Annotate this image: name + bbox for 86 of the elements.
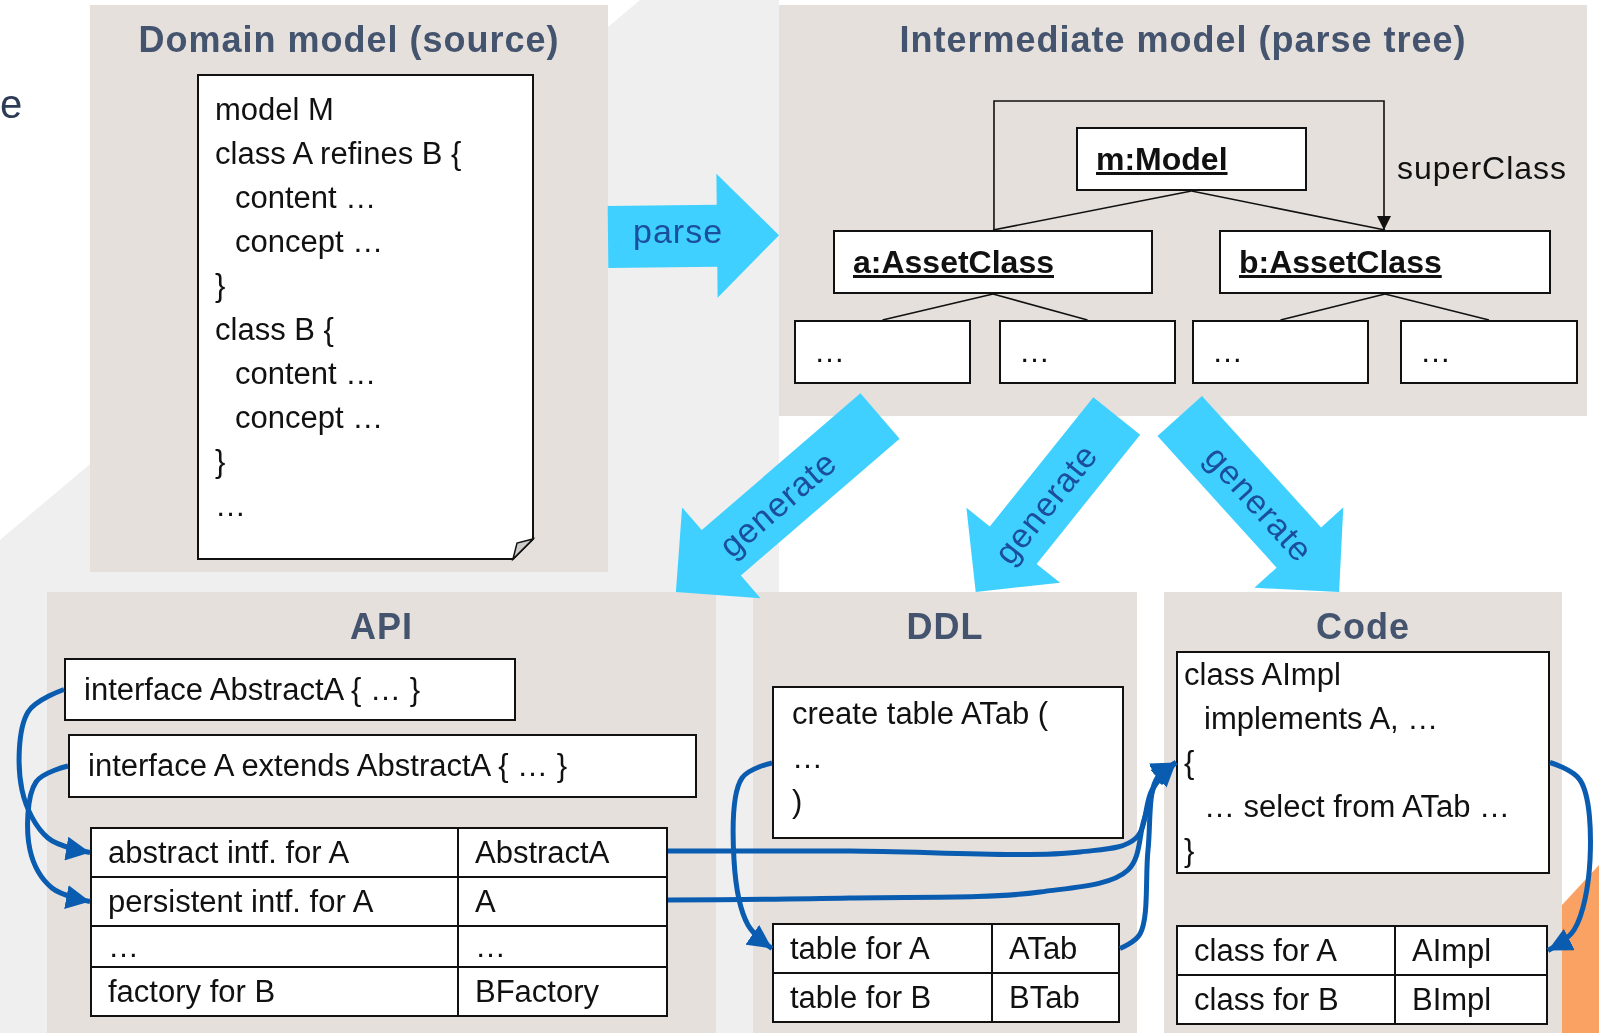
box-text: interface A extends AbstractA { … } bbox=[87, 747, 568, 785]
object-name: a:AssetClass bbox=[852, 243, 1054, 282]
object-box bbox=[1076, 127, 1307, 191]
arrow bbox=[25, 763, 91, 909]
code-line: concept … bbox=[234, 399, 384, 437]
table-row bbox=[90, 966, 668, 1017]
table-cell-text: BFactory bbox=[474, 972, 601, 1011]
code-line: content … bbox=[234, 179, 377, 217]
code-line: class AImpl bbox=[1184, 656, 1341, 694]
box-text: … bbox=[1419, 333, 1451, 371]
block-arrow bbox=[607, 173, 779, 298]
table-row bbox=[772, 972, 1120, 1023]
text-box bbox=[794, 320, 971, 384]
connector-line bbox=[1384, 293, 1490, 321]
code-line: { bbox=[1184, 744, 1195, 782]
code-box bbox=[1176, 651, 1550, 874]
code-line: create table ATab ( bbox=[792, 695, 1049, 733]
text-box bbox=[68, 734, 697, 798]
table-cell: table for B bbox=[774, 974, 993, 1021]
table-row bbox=[1176, 925, 1548, 976]
partial-text: e bbox=[0, 82, 23, 127]
arrow bbox=[16, 687, 91, 861]
table-row bbox=[90, 827, 668, 878]
panel-heading: Intermediate model (parse tree) bbox=[898, 19, 1468, 61]
code-line: } bbox=[1184, 832, 1195, 870]
panel-heading: Code bbox=[1315, 606, 1411, 648]
block-arrow bbox=[1157, 395, 1344, 592]
box-text: … bbox=[1211, 333, 1243, 371]
object-name: m:Model bbox=[1095, 140, 1228, 179]
box-text: … bbox=[813, 333, 845, 371]
text-box bbox=[999, 320, 1176, 384]
code-line: … bbox=[215, 487, 246, 525]
code-line: class A refines B { bbox=[215, 135, 462, 173]
panel bbox=[47, 592, 716, 1033]
arrow bbox=[1119, 760, 1178, 951]
connector-line bbox=[1190, 190, 1386, 231]
text-box bbox=[64, 658, 516, 721]
table-cell-text: BTab bbox=[1008, 978, 1081, 1017]
text-box bbox=[1400, 320, 1578, 384]
panel bbox=[90, 5, 608, 572]
arrow bbox=[730, 760, 774, 951]
object-box bbox=[833, 230, 1153, 294]
code-line: class B { bbox=[215, 311, 334, 349]
connector-line bbox=[1279, 293, 1386, 321]
connector-line bbox=[881, 293, 994, 321]
table-cell-text: AImpl bbox=[1411, 931, 1493, 970]
table-cell: class for B bbox=[1178, 976, 1396, 1023]
arrow bbox=[1546, 760, 1593, 953]
code-box bbox=[772, 686, 1124, 839]
code-line: concept … bbox=[234, 223, 384, 261]
box-text: interface AbstractA { … } bbox=[83, 670, 421, 709]
document-card bbox=[197, 74, 534, 560]
code-line: … bbox=[792, 739, 823, 777]
panel bbox=[753, 592, 1137, 1033]
table-cell: factory for B bbox=[92, 968, 459, 1015]
table-row bbox=[772, 923, 1120, 974]
code-line: model M bbox=[215, 91, 334, 129]
table-row bbox=[1176, 974, 1548, 1025]
table-row bbox=[90, 876, 668, 927]
code-line: content … bbox=[234, 355, 377, 393]
code-line: } bbox=[215, 267, 226, 305]
arrow bbox=[993, 100, 1391, 231]
panel-heading: API bbox=[349, 606, 414, 648]
table-cell-text: … bbox=[474, 927, 507, 966]
object-name: b:AssetClass bbox=[1238, 243, 1442, 282]
table-row bbox=[90, 925, 668, 968]
text-box bbox=[1192, 320, 1369, 384]
code-line: } bbox=[215, 443, 226, 481]
box-text: … bbox=[1018, 333, 1050, 371]
code-line: implements A, … bbox=[1203, 700, 1439, 738]
panel bbox=[1164, 592, 1562, 1033]
panel bbox=[779, 5, 1587, 416]
connector-line bbox=[992, 190, 1193, 231]
code-line: ) bbox=[792, 783, 803, 821]
table-cell-text: ATab bbox=[1008, 929, 1079, 968]
object-box bbox=[1219, 230, 1551, 294]
code-line: … select from ATab … bbox=[1203, 788, 1511, 826]
block-arrow bbox=[675, 393, 900, 599]
connector-line bbox=[992, 293, 1089, 321]
table-cell-text: BImpl bbox=[1411, 980, 1493, 1019]
panel-heading: Domain model (source) bbox=[137, 19, 561, 61]
table-cell-text: A bbox=[474, 882, 497, 921]
edge-label: parse bbox=[633, 212, 724, 251]
block-arrow bbox=[966, 397, 1141, 592]
table-cell-text: AbstractA bbox=[474, 833, 611, 872]
panel-heading: DDL bbox=[905, 606, 985, 648]
